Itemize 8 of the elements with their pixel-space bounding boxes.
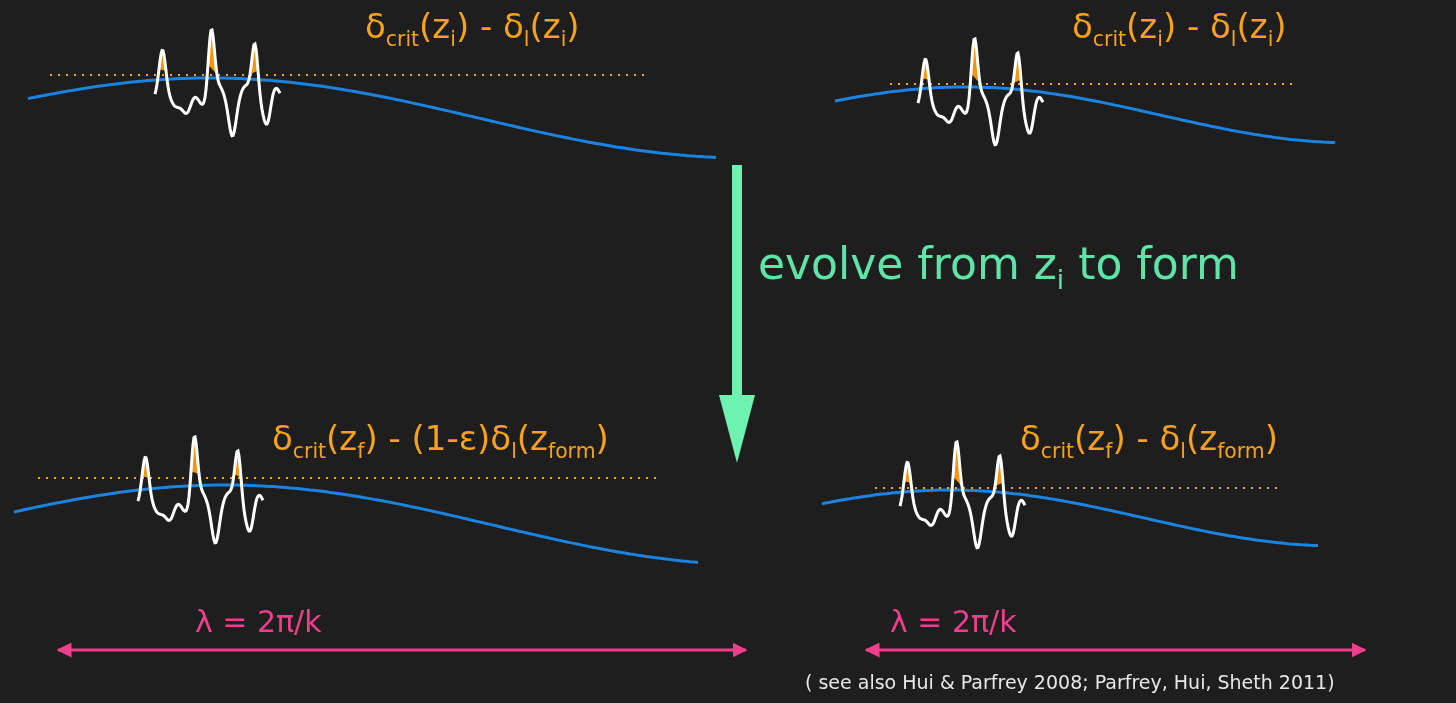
formula-label: δ$_{crit}$(z$_{f}$) - (1-ε)δ$_{l}$(z$_{form}$) [272,420,609,463]
formula-label: δ$_{crit}$(z$_{i}$) - δ$_{l}$(z$_{i}$) [1072,8,1287,51]
formula-label: δ$_{crit}$(z$_{i}$) - δ$_{l}$(z$_{i}$) [365,8,580,51]
formula-label: δ$_{crit}$(z$_{f}$) - δ$_{l}$(z$_{form}$) [1020,420,1278,463]
step-label: evolve from z$_{i}$ to form [758,240,1239,294]
dimension-label: λ = 2π/k [195,605,322,638]
dimension-label: λ = 2π/k [890,605,1017,638]
citation-text: ( see also Hui & Parfrey 2008; Parfrey, Hui, Sheth 2011) [805,672,1335,693]
